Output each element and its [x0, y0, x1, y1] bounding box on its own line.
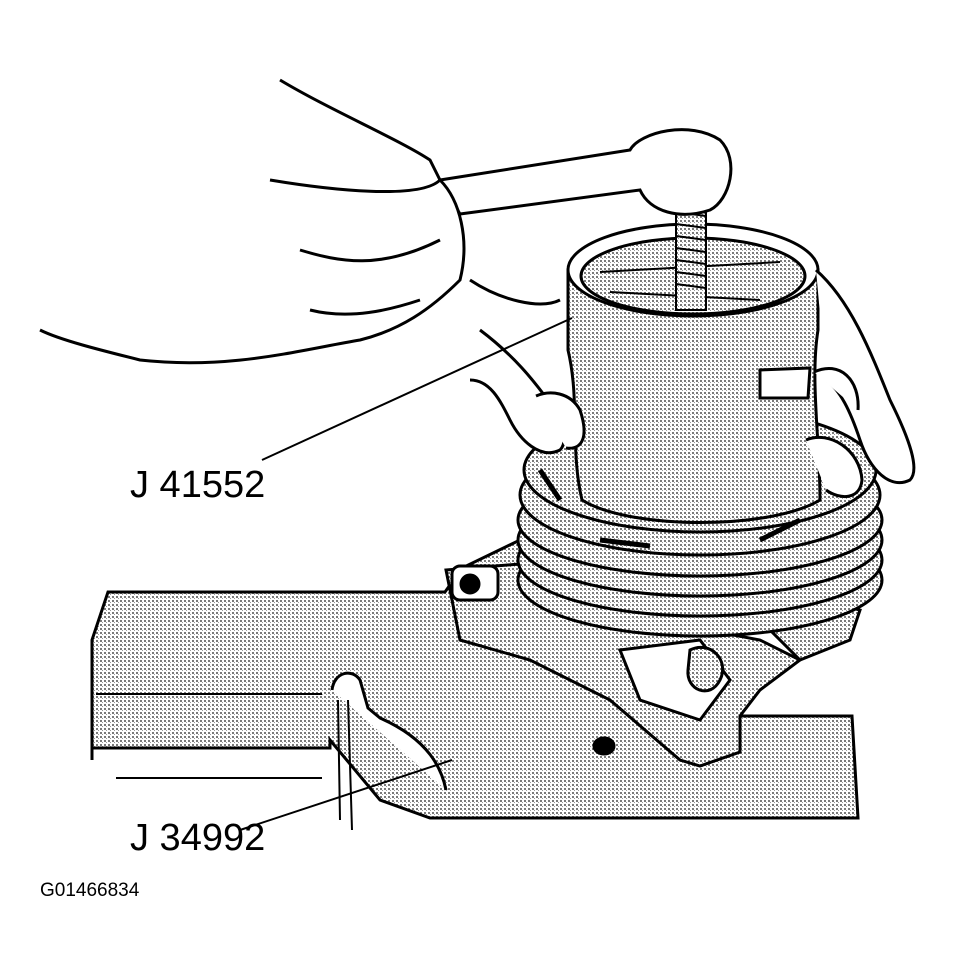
tool-label-upper: J 41552: [130, 464, 265, 506]
upper-hand: [39, 78, 561, 365]
tool-cylinder: [566, 222, 822, 524]
leader-line-upper: [261, 317, 573, 461]
figure-id: G01466834: [40, 880, 140, 901]
leader-line-lower: [239, 759, 453, 831]
leader-lines: [239, 317, 573, 831]
tool-label-lower: J 34992: [130, 817, 265, 859]
lower-hands: [469, 268, 916, 499]
wrench: [437, 128, 733, 216]
